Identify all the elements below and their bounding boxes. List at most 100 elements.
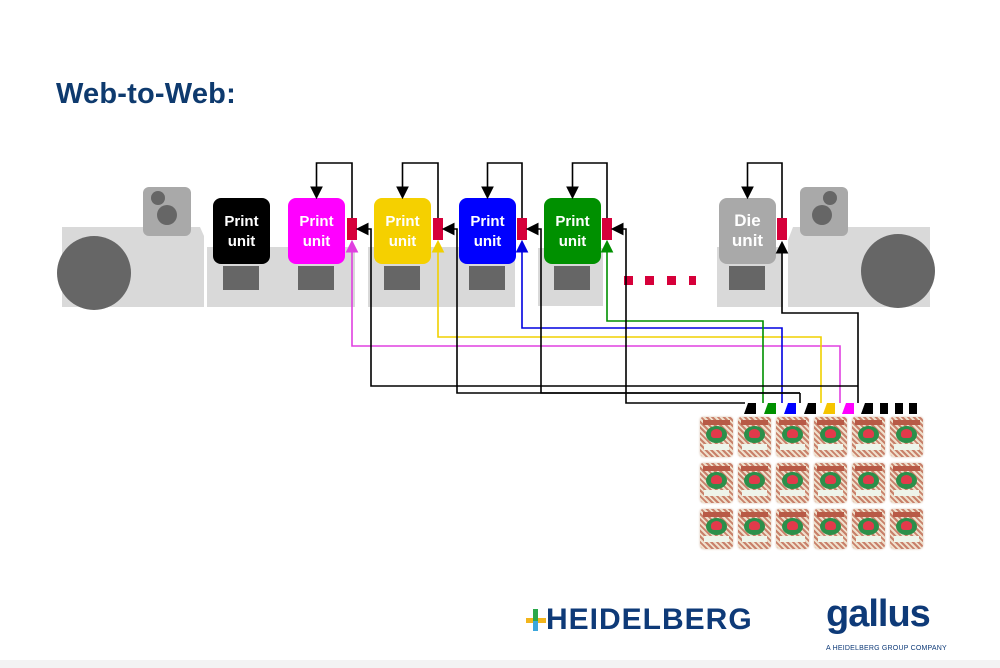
printed-label (890, 417, 923, 457)
printed-label (852, 463, 885, 503)
register-mark-black (804, 403, 816, 414)
rewinder (788, 187, 935, 308)
register-sensor (602, 218, 612, 240)
dot (645, 276, 654, 285)
register-marks (744, 403, 917, 414)
sensor-knob-large (157, 205, 177, 225)
unit-plate (223, 266, 259, 290)
page-title: Web-to-Web: (56, 78, 236, 110)
printed-label (738, 509, 771, 549)
printed-label (776, 463, 809, 503)
unwind-roll (57, 236, 131, 310)
unit-box (459, 198, 516, 264)
unit-plate (298, 266, 334, 290)
footer-bar (0, 660, 1000, 668)
unit-blue: Print unit (459, 198, 516, 290)
rewind-roll (861, 234, 935, 308)
unit-plate (469, 266, 505, 290)
feedback-line (566, 162, 608, 218)
feedback-line (741, 162, 783, 218)
register-line (600, 239, 764, 403)
register-line (431, 239, 822, 403)
black-register-line (525, 222, 800, 394)
unit-label-line1: Die (734, 211, 760, 230)
unit-label-line1: Print (299, 213, 333, 230)
printed-label (700, 417, 733, 457)
register-sensor (433, 218, 443, 240)
unit-green: Print unit (544, 198, 601, 290)
unit-label-line2: unit (559, 233, 587, 250)
heidelberg-logo: HEIDELBERG (526, 603, 753, 637)
unit-label-line2: unit (389, 233, 417, 250)
gallus-tagline: A HEIDELBERG GROUP COMPANY (826, 645, 947, 652)
register-mark-yellow (823, 403, 835, 414)
register-mark-black (880, 403, 888, 414)
dot (689, 276, 696, 285)
unit-plate (729, 266, 765, 290)
unit-black: Print unit (213, 198, 270, 290)
unit-box (719, 198, 776, 264)
printed-label (852, 417, 885, 457)
black-register-line (355, 222, 858, 387)
black-register-line (610, 222, 745, 404)
heidelberg-plus-icon (526, 609, 546, 631)
dot (667, 276, 676, 285)
printed-label (700, 463, 733, 503)
printed-label (776, 417, 809, 457)
unit-label-line2: unit (732, 231, 763, 250)
unit-box (288, 198, 345, 264)
register-sensor (777, 218, 787, 240)
printed-label (738, 463, 771, 503)
printed-label (738, 417, 771, 457)
unit-box (213, 198, 270, 264)
unwinder (57, 187, 204, 310)
printed-label (700, 509, 733, 549)
feedback-line (396, 162, 439, 218)
printed-label (776, 509, 809, 549)
register-mark-green (764, 403, 776, 414)
printed-label (814, 463, 847, 503)
register-mark-black (861, 403, 873, 414)
printed-label (814, 509, 847, 549)
feedback-line (481, 162, 523, 218)
units-layer: PrintunitPrintunitPrintunitPrintunitPrin… (213, 198, 787, 290)
die-register-line (775, 240, 859, 386)
register-mark-magenta (842, 403, 854, 414)
printed-label (814, 417, 847, 457)
unit-label-line1: Print (224, 213, 258, 230)
register-sensor (517, 218, 527, 240)
unit-label-line1: Print (555, 213, 589, 230)
printed-label (852, 509, 885, 549)
heidelberg-wordmark: HEIDELBERG (546, 603, 753, 636)
gallus-logo: gallus (826, 593, 931, 635)
printed-labels-grid (700, 417, 924, 549)
unit-yellow: Print unit (374, 198, 431, 290)
continuation-marker (624, 276, 696, 285)
register-mark-black (895, 403, 903, 414)
unit-label-line1: Print (470, 213, 504, 230)
register-line (515, 239, 783, 403)
feedback-line (310, 162, 353, 218)
register-mark-blue (784, 403, 796, 414)
unit-label-line2: unit (303, 233, 331, 250)
register-line (345, 239, 841, 403)
register-mark-black (744, 403, 756, 414)
unit-plate (384, 266, 420, 290)
printed-label (890, 463, 923, 503)
dot (624, 276, 633, 285)
unit-label-line1: Print (385, 213, 419, 230)
sensor-knob-small (151, 191, 165, 205)
unit-label-line2: unit (474, 233, 502, 250)
register-sensor (347, 218, 357, 240)
unit-plate (554, 266, 590, 290)
sensor-knob-large (812, 205, 832, 225)
sensor-knob-small (823, 191, 837, 205)
register-mark-black (909, 403, 917, 414)
unit-label-line2: unit (228, 233, 256, 250)
printed-label (890, 509, 923, 549)
unit-magenta: Print unit (288, 198, 345, 290)
unit-box (544, 198, 601, 264)
register-lines (310, 162, 859, 404)
